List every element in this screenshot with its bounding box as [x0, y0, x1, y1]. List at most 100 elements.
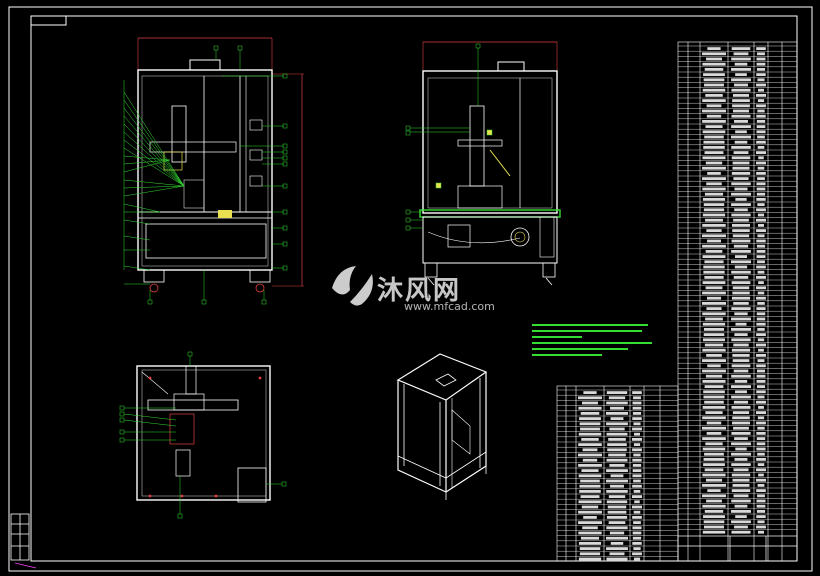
table-cell-text	[705, 442, 723, 446]
table-cell-text	[735, 390, 747, 394]
table-cell-text	[703, 390, 725, 394]
table-cell-text	[702, 166, 726, 170]
table-cell-text	[757, 109, 765, 113]
table-cell-text	[609, 552, 625, 556]
table-cell-text	[734, 187, 748, 191]
table-cell-text	[582, 526, 598, 530]
table-cell-text	[632, 531, 642, 535]
table-cell-text	[704, 151, 724, 154]
table-cell-text	[579, 417, 601, 420]
table-cell-text	[705, 125, 723, 128]
table-cell-text	[702, 302, 726, 305]
table-cell-text	[702, 359, 726, 362]
bom-right-rows	[678, 45, 797, 534]
table-cell-text	[633, 490, 641, 493]
table-cell-text	[609, 427, 625, 431]
table-cell-text	[632, 469, 642, 472]
table-cell-text	[756, 364, 766, 368]
table-cell-text	[607, 443, 627, 446]
bom-table-bottom	[556, 385, 679, 562]
table-cell-text	[756, 504, 766, 508]
table-cell-text	[756, 307, 766, 310]
table-cell-text	[578, 474, 602, 478]
table-cell-text	[610, 417, 624, 420]
table-cell-text	[732, 104, 750, 108]
table-cell-text	[702, 198, 726, 201]
table-cell-text	[610, 474, 624, 478]
table-cell-text	[705, 374, 723, 378]
table-cell-text	[757, 270, 765, 274]
table-cell-text	[706, 229, 722, 232]
table-cell-text	[731, 239, 751, 243]
table-cell-text	[731, 203, 751, 206]
table-cell-text	[731, 156, 751, 160]
table-cell-text	[756, 515, 766, 518]
table-cell-text	[756, 380, 766, 383]
table-cell-text	[632, 391, 642, 394]
table-cell-text	[632, 495, 642, 498]
table-cell-text	[734, 312, 748, 316]
table-cell-text	[634, 500, 640, 504]
table-cell-text	[580, 427, 600, 431]
table-cell-text	[734, 265, 748, 269]
table-cell-text	[757, 416, 765, 420]
table-cell-text	[706, 296, 722, 300]
table-cell-text	[757, 484, 765, 487]
table-cell-text	[732, 478, 750, 482]
table-cell-text	[703, 328, 725, 331]
table-cell-text	[731, 182, 751, 186]
table-cell-text	[582, 448, 598, 452]
table-cell-text	[734, 83, 748, 87]
table-cell-text	[756, 94, 766, 97]
table-cell-text	[757, 177, 765, 180]
table-cell-text	[702, 348, 726, 352]
table-cell-text	[702, 437, 726, 440]
sheet-corner-box	[30, 15, 67, 26]
table-cell-text	[578, 464, 602, 467]
table-cell-text	[757, 338, 765, 342]
table-cell-text	[707, 364, 721, 368]
table-cell-text	[580, 479, 600, 483]
table-cell-text	[609, 464, 625, 467]
table-cell-text	[756, 125, 766, 128]
table-cell-text	[757, 52, 765, 56]
table-cell-text	[705, 317, 723, 321]
table-cell-text	[757, 260, 765, 264]
table-cell-text	[702, 291, 726, 295]
table-cell-text	[756, 244, 766, 248]
table-cell-text	[731, 146, 751, 149]
table-cell-text	[608, 453, 626, 457]
table-cell-text	[702, 255, 726, 258]
table-cell-text	[706, 114, 722, 118]
table-cell-text	[704, 452, 724, 456]
table-cell-text	[731, 510, 751, 513]
table-cell-text	[606, 422, 628, 426]
bom-bottom-rows	[557, 389, 678, 561]
table-cell-text	[734, 62, 748, 66]
table-cell-text	[758, 473, 764, 477]
table-cell-text	[734, 120, 748, 123]
table-cell-text	[606, 479, 628, 483]
table-cell-text	[756, 286, 766, 290]
table-cell-text	[756, 510, 766, 513]
table-cell-text	[606, 401, 628, 405]
table-cell-text	[757, 302, 765, 305]
table-cell-text	[733, 369, 749, 373]
table-cell-text	[633, 510, 641, 514]
table-cell-text	[731, 57, 751, 61]
table-cell-text	[581, 438, 599, 441]
table-cell-text	[702, 406, 726, 409]
table-cell-text	[632, 417, 642, 420]
table-cell-text	[734, 255, 748, 258]
side-view	[405, 41, 561, 286]
table-cell-text	[704, 510, 724, 513]
table-cell-text	[632, 552, 642, 556]
table-cell-text	[704, 260, 724, 264]
table-cell-text	[731, 114, 751, 118]
table-cell-text	[704, 68, 724, 71]
table-cell-text	[757, 494, 765, 498]
table-cell-text	[702, 426, 726, 430]
table-cell-text	[702, 62, 726, 66]
table-cell-text	[578, 557, 602, 561]
table-cell-text	[733, 494, 749, 498]
